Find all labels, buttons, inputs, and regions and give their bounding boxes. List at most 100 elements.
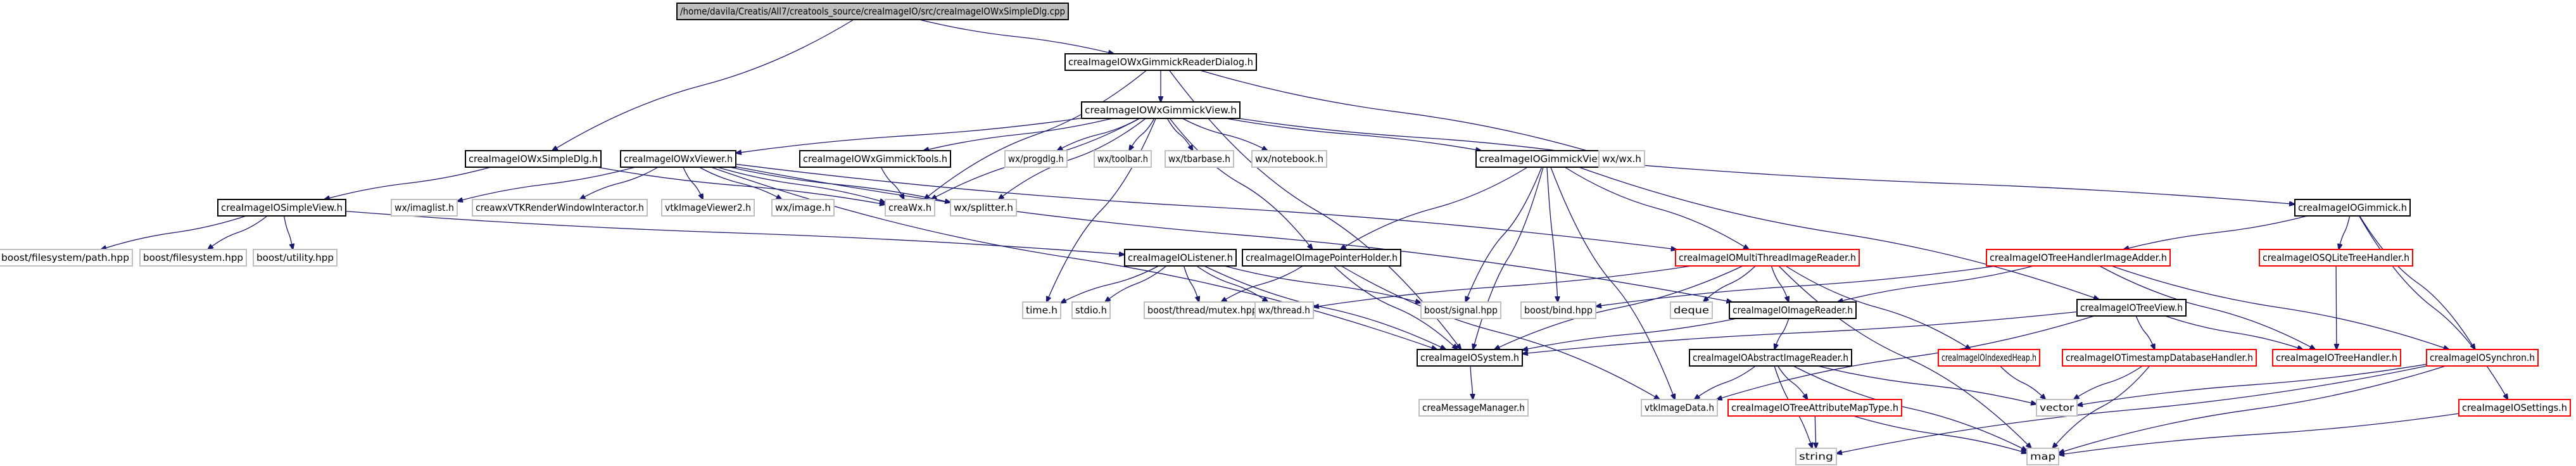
- node-box: [1417, 349, 1523, 367]
- node-label: creaWx.h: [888, 202, 931, 213]
- node-label: string: [1799, 451, 1833, 462]
- node-label: creaImageIOListener.h: [1128, 252, 1233, 263]
- node-box: [2272, 349, 2401, 367]
- node-box: [253, 249, 338, 267]
- edge-listener-to-timeh: [1061, 265, 1159, 303]
- edge-absreader-to-vtkimgdata: [1695, 365, 1756, 400]
- node-creaimageiosqlitetreehandler-h[interactable]: creaImageIOSQLiteTreeHandler.h: [2259, 249, 2413, 267]
- node-box: [2076, 299, 2187, 317]
- node-creaimageiolistener-h[interactable]: creaImageIOListener.h: [1124, 249, 1237, 267]
- node-box: [465, 150, 602, 168]
- node-wx-splitter-h: wx/splitter.h: [950, 199, 1017, 217]
- node-label: creaImageIOTreeAttributeMapType.h: [1731, 402, 1898, 413]
- node-boost-filesystem-path-hpp: boost/filesystem/path.hpp: [0, 249, 133, 267]
- edge-gimview-to-vtkimgdata: [1550, 167, 1675, 400]
- node-creaimageiosimpleview-h[interactable]: creaImageIOSimpleView.h: [217, 199, 346, 217]
- edge-gimmick-to-thadder: [2123, 215, 2308, 249]
- node-label: vtkImageViewer2.h: [665, 202, 751, 213]
- edge-mtreader-to-indexedheap: [1785, 265, 1971, 350]
- edge-simpleview-to-listener: [345, 210, 1125, 255]
- edge-wxviewer-to-mtreader: [735, 163, 1677, 249]
- node-label: creaImageIOTreeView.h: [2080, 302, 2183, 313]
- edge-gimview-to-gimmick: [1616, 163, 2295, 205]
- node-creaimageiowxgimmickreaderdialog-h[interactable]: creaImageIOWxGimmickReaderDialog.h: [1064, 53, 1257, 71]
- node-box: [1986, 249, 2171, 267]
- node-creawx-h: creaWx.h: [885, 199, 935, 217]
- node-box: [1004, 150, 1068, 168]
- node-box: [1081, 101, 1241, 119]
- node-label: wx/wx.h: [1602, 153, 1641, 165]
- node-label: creaImageIOTreeHandler.h: [2276, 352, 2397, 363]
- node-box: [1475, 150, 1617, 168]
- edge-wxgv-to-notebook: [1182, 118, 1267, 151]
- node-vtkimagedata-h: vtkImageData.h: [1641, 399, 1718, 417]
- edge-layer: [101, 19, 2508, 455]
- node-creaimageiowxviewer-h[interactable]: creaImageIOWxViewer.h: [620, 150, 736, 168]
- node-box: [391, 199, 458, 217]
- node-creaimageiotreeattributemaptype-h[interactable]: creaImageIOTreeAttributeMapType.h: [1727, 399, 1902, 417]
- node-wx-notebook-h: wx/notebook.h: [1251, 150, 1327, 168]
- node-label: wx/image.h: [775, 202, 831, 213]
- node-box: [1727, 399, 1902, 417]
- edge-simpleview-to-bfs: [208, 215, 268, 249]
- node-label: wx/notebook.h: [1255, 153, 1323, 165]
- edge-simpleview-to-butil: [283, 215, 293, 249]
- node-creaimageioimagereader-h[interactable]: creaImageIOImageReader.h: [1729, 301, 1857, 319]
- node-box: [2458, 399, 2571, 417]
- edge-settings-to-map: [2059, 413, 2459, 455]
- node-home-davila-creatis-all7-creatools-source-creaimageio-src-creaimageiowxsimpledlg-cpp[interactable]: /home/davila/Creatis/All7/creatools_sour…: [676, 3, 1069, 20]
- node-creaimageiogimmick-h[interactable]: creaImageIOGimmick.h: [2294, 199, 2411, 217]
- edge-ptrholder-to-mutex: [1221, 265, 1303, 302]
- node-box: [217, 199, 346, 217]
- node-boost-signal-hpp: boost/signal.hpp: [1420, 301, 1501, 319]
- node-box: [676, 3, 1069, 20]
- node-label: creaImageIOWxViewer.h: [624, 153, 733, 165]
- node-box: [950, 199, 1017, 217]
- node-label: creaImageIOSystem.h: [1420, 352, 1519, 363]
- edge-gimmick-to-sqlite: [2339, 215, 2351, 249]
- node-creaimageioabstractimagereader-h[interactable]: creaImageIOAbstractImageReader.h: [1689, 349, 1852, 367]
- node-creaimageiotreehandlerimageadder-h[interactable]: creaImageIOTreeHandlerImageAdder.h: [1986, 249, 2171, 267]
- edge-listener-to-signal: [1224, 265, 1421, 303]
- node-creawxvtkrenderwindowinteractor-h: creawxVTKRenderWindowInteractor.h: [472, 199, 648, 217]
- edge-root-to-wxsdlg: [552, 19, 854, 151]
- node-creaimageiotimestampdatabasehandler-h[interactable]: creaImageIOTimestampDatabaseHandler.h: [2062, 349, 2257, 367]
- node-creaimageiotreehandler-h[interactable]: creaImageIOTreeHandler.h: [2272, 349, 2401, 367]
- node-label: creaImageIOWxGimmickTools.h: [803, 153, 947, 165]
- node-label: wx/splitter.h: [954, 202, 1013, 213]
- edge-gimview-to-ptrholder: [1341, 167, 1528, 249]
- node-creaimageiosynchron-h[interactable]: creaImageIOSynchron.h: [2426, 349, 2539, 367]
- node-wx-tbarbase-h: wx/tbarbase.h: [1165, 150, 1234, 168]
- node-creaimageiomultithreadimagereader-h[interactable]: creaImageIOMultiThreadImageReader.h: [1675, 249, 1860, 267]
- node-box: [0, 249, 133, 267]
- edge-wxgv-to-ptrholder: [1169, 118, 1313, 249]
- node-creaimageiosettings-h[interactable]: creaImageIOSettings.h: [2458, 399, 2571, 417]
- edge-gimview-to-system: [1473, 167, 1544, 350]
- edge-gmkdlg-to-wxwx: [1199, 70, 1599, 154]
- node-label: creaImageIOWxGimmickReaderDialog.h: [1068, 56, 1253, 68]
- edge-treeview-to-treehandler: [2165, 315, 2302, 350]
- node-creaimageioimagepointerholder-h[interactable]: creaImageIOImagePointerHolder.h: [1242, 249, 1401, 267]
- edge-thadder-to-bind: [1596, 265, 1997, 306]
- edge-synchron-to-string: [1836, 365, 2427, 453]
- node-creaimageiowxgimmicktools-h[interactable]: creaImageIOWxGimmickTools.h: [799, 150, 951, 168]
- node-label: creaImageIOImagePointerHolder.h: [1246, 252, 1398, 263]
- node-creaimageiosystem-h[interactable]: creaImageIOSystem.h: [1417, 349, 1523, 367]
- node-creaimageiotreeview-h[interactable]: creaImageIOTreeView.h: [2076, 299, 2187, 317]
- edge-wxviewer-to-splitter: [729, 167, 950, 203]
- node-creaimageioindexedheap-h[interactable]: creaImageIOIndexedHeap.h: [1938, 349, 2040, 367]
- node-creaimageiowxgimmickview-h[interactable]: creaImageIOWxGimmickView.h: [1081, 101, 1241, 119]
- edge-wxgv-to-progdlg: [1057, 118, 1140, 151]
- edge-listener-to-mutex: [1183, 265, 1199, 302]
- node-wx-imaglist-h: wx/imaglist.h: [391, 199, 458, 217]
- node-label: deque: [1674, 305, 1709, 316]
- node-label: creaImageIOMultiThreadImageReader.h: [1679, 252, 1856, 263]
- edge-absreader-to-vector: [1817, 365, 2036, 404]
- edge-gmkdlg-to-system: [1169, 70, 1462, 350]
- node-box: [1520, 301, 1596, 319]
- node-box: [2426, 349, 2539, 367]
- node-creaimageiogimmickview-h[interactable]: creaImageIOGimmickView.h: [1475, 150, 1617, 168]
- node-label: boost/filesystem/path.hpp: [1, 252, 129, 263]
- node-creaimageiowxsimpledlg-h[interactable]: creaImageIOWxSimpleDlg.h: [465, 150, 602, 168]
- node-wx-wx-h: wx/wx.h: [1598, 150, 1645, 168]
